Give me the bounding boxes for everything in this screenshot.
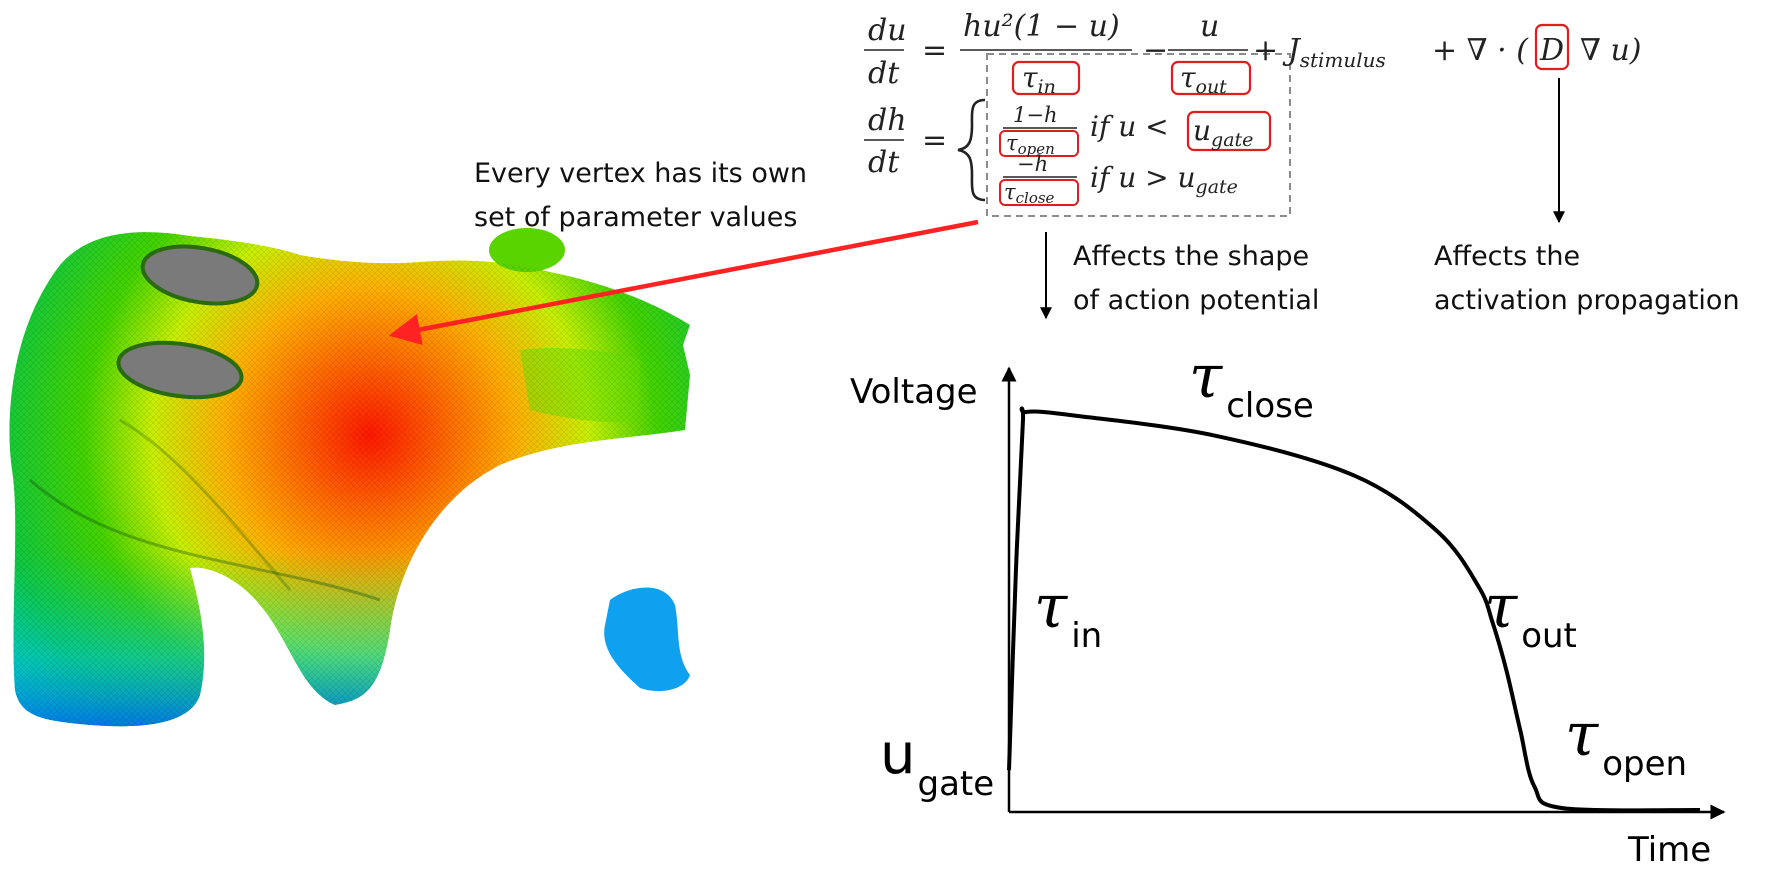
cases-brace <box>957 98 986 202</box>
u-gate-symbol: ugate <box>1193 114 1253 151</box>
tau-open-annotation-sub: open <box>1602 744 1688 784</box>
tau-out-annotation-symbol: τ <box>1484 572 1518 642</box>
propagation-note-line1: Affects the <box>1434 241 1581 272</box>
y-axis-label: Voltage <box>850 372 978 412</box>
x-axis-label: Time <box>1628 830 1712 870</box>
u-gate-box <box>1186 110 1272 152</box>
case2-numerator: −h <box>1017 152 1048 176</box>
tau-in-box <box>1011 60 1081 96</box>
equation-block: du dt = hu²(1 − u) τin − u τout + Jstimu… <box>864 9 1642 217</box>
case1-numerator: 1−h <box>1013 103 1057 127</box>
mesh-fold <box>119 418 292 591</box>
du-symbol: du <box>868 13 907 48</box>
case2-condition: if u > ugate <box>1090 161 1238 198</box>
d-symbol: D <box>1539 33 1564 68</box>
d-parameter-box <box>1534 23 1570 71</box>
mesh-appendage <box>604 587 690 692</box>
tau-in-symbol: τin <box>1022 61 1056 98</box>
equals-sign-2: = <box>922 123 947 158</box>
vertex-note-line2: set of parameter values <box>474 202 798 233</box>
tau-close-annotation-symbol: τ <box>1189 342 1223 412</box>
mesh-texture <box>9 232 690 727</box>
mesh-fold <box>29 478 381 602</box>
dt-symbol: dt <box>868 56 900 91</box>
tau-open-symbol: τopen <box>1006 131 1055 158</box>
shape-note-line2: of action potential <box>1073 285 1320 316</box>
term1-numerator: hu²(1 − u) <box>963 9 1120 44</box>
tau-out-box <box>1170 60 1252 96</box>
tau-close-box <box>999 179 1079 206</box>
u-gate-annotation: ugate <box>880 722 994 804</box>
dt-symbol-2: dt <box>868 145 900 180</box>
action-potential-chart <box>1001 366 1726 820</box>
shape-note-line1: Affects the shape <box>1073 241 1310 272</box>
vein-opening-lower <box>116 340 244 400</box>
vertex-pointer-arrow <box>388 219 979 346</box>
mesh-top-knob <box>489 228 565 272</box>
tau-in-annotation-sub: in <box>1071 616 1103 656</box>
action-potential-curve <box>1007 406 1701 813</box>
equals-sign: = <box>922 33 947 68</box>
minus-sign: − <box>1143 33 1168 68</box>
shape-note: Affects the shape of action potential <box>1073 235 1319 323</box>
propagation-note-line2: activation propagation <box>1434 285 1740 316</box>
stimulus-term: + Jstimulus <box>1253 33 1386 72</box>
tau-out-annotation-sub: out <box>1521 616 1577 656</box>
tau-out-symbol: τout <box>1180 61 1227 98</box>
tau-close-annotation-sub: close <box>1226 386 1314 426</box>
diffusion-term-start: + ∇ · ( <box>1432 33 1529 68</box>
vertex-note: Every vertex has its own set of paramete… <box>474 152 807 240</box>
term2-numerator: u <box>1200 9 1219 44</box>
tau-in-annotation-symbol: τ <box>1034 572 1068 642</box>
propagation-note: Affects the activation propagation <box>1434 235 1740 323</box>
vein-opening-upper <box>140 244 260 306</box>
vertex-note-line1: Every vertex has its own <box>474 158 808 189</box>
u-gate-annotation-sub: gate <box>917 764 995 804</box>
diffusion-term-end: ∇ u) <box>1580 33 1642 68</box>
heart-mesh <box>9 228 690 727</box>
dh-symbol: dh <box>868 103 907 138</box>
parameter-dashed-box <box>986 53 1291 217</box>
case1-condition: if u < <box>1090 110 1169 143</box>
tau-open-annotation-symbol: τ <box>1565 700 1599 770</box>
u-gate-annotation-symbol: u <box>880 722 916 787</box>
tau-open-box <box>999 130 1079 157</box>
vein-openings <box>116 244 260 400</box>
tau-close-symbol: τclose <box>1004 180 1055 207</box>
